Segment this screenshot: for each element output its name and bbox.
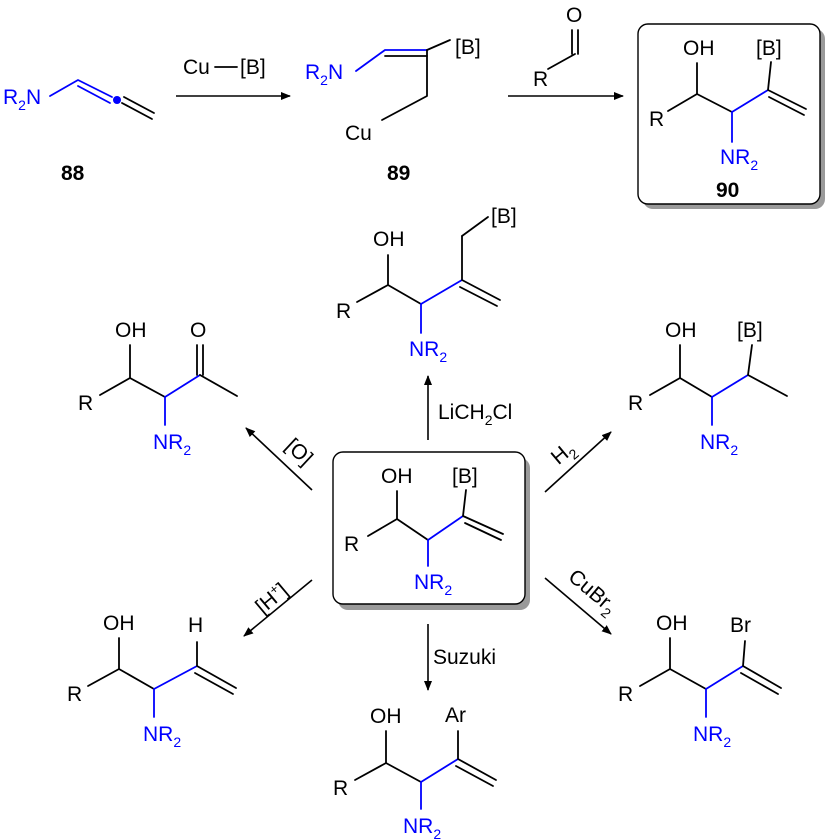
left-top-product: OH O R NR2 bbox=[78, 319, 238, 458]
top-boron: [B] bbox=[491, 205, 517, 228]
c90-r: R bbox=[649, 108, 664, 131]
bottom-product: OH Ar R NR2 bbox=[333, 704, 497, 840]
c88-r2n: R2N bbox=[3, 86, 41, 113]
arrow-center-to-right-bottom bbox=[544, 577, 612, 635]
top-r: R bbox=[336, 300, 351, 323]
lt-nr2: NR2 bbox=[153, 431, 191, 458]
rb-r: R bbox=[618, 683, 633, 706]
lb-h: H bbox=[188, 614, 203, 637]
cubr2-reagent: CuBr2 bbox=[561, 565, 621, 622]
rb-br: Br bbox=[730, 614, 751, 637]
lt-r: R bbox=[78, 392, 93, 415]
center-r: R bbox=[344, 533, 359, 556]
c89-boron: [B] bbox=[455, 36, 481, 59]
rb-nr2: NR2 bbox=[693, 723, 731, 750]
arrow-center-to-left-top bbox=[245, 427, 313, 491]
licl-reagent: LiCH2Cl bbox=[438, 401, 512, 428]
b-label: [B] bbox=[240, 56, 266, 79]
center-boron: [B] bbox=[452, 465, 478, 488]
lb-oh: OH bbox=[103, 612, 135, 635]
lt-oh: OH bbox=[115, 319, 147, 342]
top-oh: OH bbox=[373, 228, 405, 251]
suzuki-reagent: Suzuki bbox=[433, 646, 496, 669]
rt-r: R bbox=[628, 392, 643, 415]
rt-boron: [B] bbox=[737, 319, 763, 342]
center-oh: OH bbox=[381, 465, 413, 488]
arrow-center-to-right-top bbox=[544, 431, 612, 493]
lb-nr2: NR2 bbox=[143, 723, 181, 750]
acid-reagent: [H+] bbox=[250, 577, 292, 618]
right-top-product: OH [B] R NR2 bbox=[628, 319, 788, 458]
bot-ar: Ar bbox=[445, 704, 466, 727]
lb-r: R bbox=[67, 683, 82, 706]
c89-label: 89 bbox=[387, 162, 410, 185]
bot-oh: OH bbox=[370, 705, 402, 728]
aldehyde-o: O bbox=[566, 4, 582, 27]
center-compound-box: OH [B] R NR2 bbox=[332, 451, 530, 610]
rt-oh: OH bbox=[665, 319, 697, 342]
bot-r: R bbox=[333, 777, 348, 800]
rt-nr2: NR2 bbox=[700, 431, 738, 458]
reagent-cu-b: Cu [B] bbox=[183, 56, 266, 79]
c90-boron: [B] bbox=[756, 37, 782, 60]
lt-o: O bbox=[190, 319, 206, 342]
compound-90-box: OH [B] R NR2 90 bbox=[637, 23, 825, 209]
compound-88: R2N 88 bbox=[3, 79, 155, 185]
bot-nr2: NR2 bbox=[403, 815, 441, 840]
c88-label: 88 bbox=[61, 162, 85, 185]
c90-oh: OH bbox=[683, 37, 715, 60]
aldehyde-r: R bbox=[533, 68, 548, 91]
right-bottom-product: OH Br R NR2 bbox=[618, 612, 782, 750]
c90-label: 90 bbox=[716, 179, 739, 202]
c89-cu: Cu bbox=[345, 122, 372, 145]
compound-89: R2N [B] Cu 89 bbox=[305, 36, 481, 185]
h2-reagent: H2 bbox=[547, 437, 582, 473]
cu-label: Cu bbox=[183, 56, 210, 79]
allene-center-atom bbox=[113, 96, 121, 104]
top-nr2: NR2 bbox=[409, 338, 447, 365]
rb-oh: OH bbox=[656, 612, 688, 635]
arrow-center-to-left-bottom bbox=[243, 579, 313, 637]
top-product: OH [B] R NR2 bbox=[336, 205, 517, 365]
reagent-aldehyde: O R bbox=[533, 4, 582, 91]
c89-r2n: R2N bbox=[305, 61, 343, 88]
left-bottom-product: OH H R NR2 bbox=[67, 612, 237, 750]
